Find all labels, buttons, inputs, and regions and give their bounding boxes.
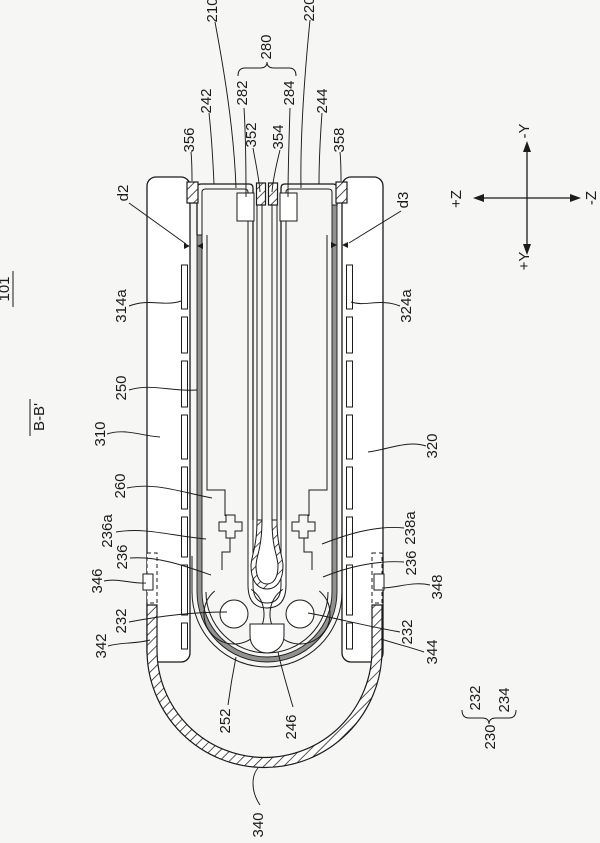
- axis-label-plus-z: +Z: [448, 190, 465, 208]
- section-label-text: B-B': [31, 403, 48, 431]
- label-342: 342: [93, 633, 110, 658]
- label-284: 284: [281, 80, 298, 105]
- roller-right-232: [286, 600, 314, 628]
- axis-arrow-left: [473, 194, 484, 202]
- figure-number-text: 101: [0, 276, 13, 301]
- axis-label-minus-y: -Y: [516, 124, 533, 139]
- label-280: 280: [258, 34, 275, 59]
- label-220: 220: [301, 0, 318, 22]
- axis-arrow-right: [570, 194, 581, 202]
- support-plate-left: [207, 235, 242, 570]
- axis-label-minus-z: -Z: [583, 191, 600, 205]
- label-358: 358: [331, 127, 348, 152]
- label-232-right: 232: [399, 619, 416, 644]
- seal-356: [187, 182, 198, 203]
- label-236-right: 236: [403, 550, 420, 575]
- label-238a: 238a: [402, 511, 419, 545]
- label-340: 340: [250, 812, 267, 837]
- label-210: 210: [204, 0, 221, 23]
- brace-280: [238, 62, 296, 76]
- label-352: 352: [243, 122, 260, 147]
- label-d3: d3: [395, 192, 412, 209]
- label-346: 346: [89, 568, 106, 593]
- label-230: 230: [482, 724, 499, 749]
- label-282: 282: [234, 80, 251, 105]
- label-236-left: 236: [114, 544, 131, 569]
- pad-282: [237, 193, 254, 221]
- label-320: 320: [424, 433, 441, 458]
- axis-label-plus-y: +Y: [516, 252, 533, 271]
- axis-indicator: -Y +Y +Z -Z: [448, 124, 600, 271]
- label-242: 242: [198, 88, 215, 113]
- side-strip-346: [143, 553, 157, 603]
- label-246: 246: [283, 714, 300, 739]
- label-244: 244: [314, 88, 331, 113]
- label-356: 356: [181, 127, 198, 152]
- axis-arrow-up: [523, 141, 531, 152]
- seal-358: [336, 182, 347, 203]
- label-310: 310: [92, 421, 109, 446]
- seal-352: [257, 183, 266, 205]
- label-250: 250: [113, 375, 130, 400]
- section-label: B-B': [30, 399, 48, 436]
- label-236a: 236a: [99, 514, 116, 548]
- center-piece-246: [250, 624, 284, 653]
- adhesive-ticks-324a: [347, 265, 353, 649]
- label-d2: d2: [115, 185, 132, 202]
- label-232-left: 232: [113, 608, 130, 633]
- label-324a: 324a: [398, 289, 415, 323]
- label-260: 260: [112, 473, 129, 498]
- top-channels: [197, 184, 337, 520]
- label-234-group: 234: [496, 687, 513, 712]
- support-plate-right: [292, 235, 327, 570]
- side-strip-348: [372, 553, 384, 603]
- label-252: 252: [217, 708, 234, 733]
- adhesive-ticks-314a: [182, 265, 188, 649]
- label-232-group: 232: [467, 685, 484, 710]
- roller-left-232: [220, 600, 248, 628]
- label-314a: 314a: [113, 289, 130, 323]
- label-354: 354: [270, 124, 287, 149]
- label-344: 344: [424, 639, 441, 664]
- label-348: 348: [429, 574, 446, 599]
- pad-284: [280, 193, 297, 221]
- figure-number: 101: [0, 271, 13, 307]
